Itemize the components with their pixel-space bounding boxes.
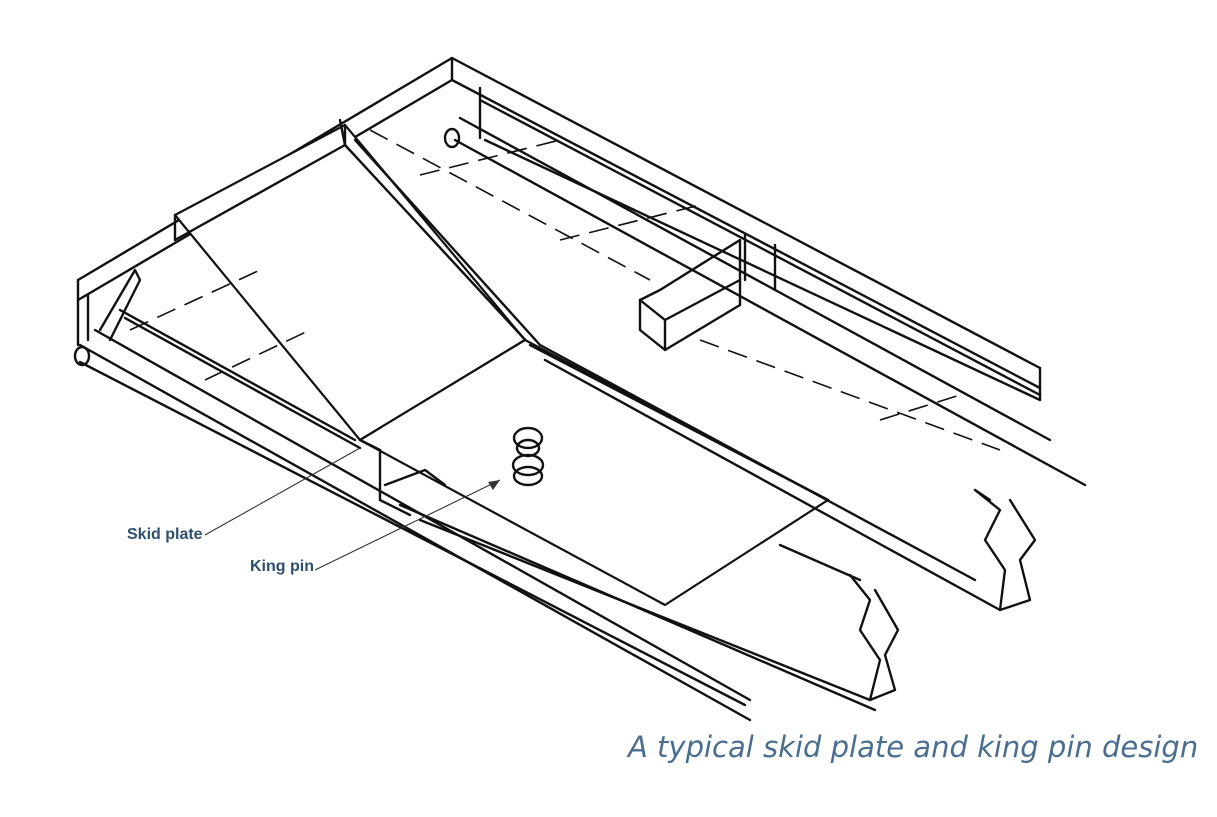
skid-plate-leader	[204, 447, 361, 536]
rear-pin	[443, 127, 461, 149]
king-pin	[511, 426, 545, 487]
right-inner-rail	[538, 343, 1037, 612]
king-pin-label: King pin	[250, 558, 314, 575]
front-ramp	[173, 118, 542, 442]
right-outer-rail	[453, 86, 1087, 487]
cross-box	[638, 233, 777, 352]
left-gusset	[98, 268, 362, 450]
figure-caption: A typical skid plate and king pin design	[628, 730, 1199, 764]
king-pin-leader	[314, 479, 501, 571]
hidden-lines	[129, 129, 1001, 451]
left-inner-rail	[358, 438, 900, 712]
king-pin-arrowhead	[488, 480, 500, 490]
skid-plate-label: Skid plate	[127, 526, 203, 543]
